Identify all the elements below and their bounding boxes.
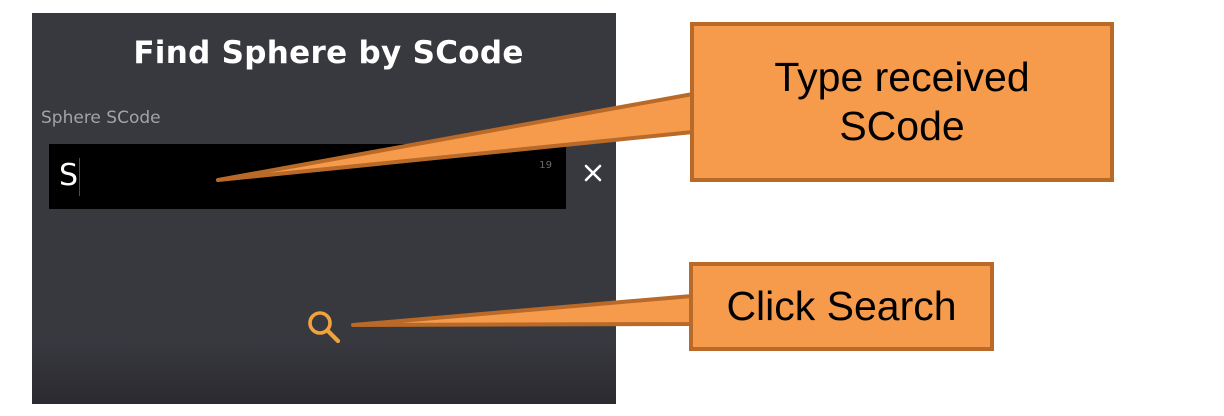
text-caret [79,158,80,196]
character-counter: 19 [539,160,552,171]
scode-input[interactable]: S 19 [49,144,566,209]
callout-type-scode-text: Type received SCode [774,53,1030,149]
scode-input-value: S [59,158,79,193]
callout-click-search: Click Search [689,262,994,351]
search-icon[interactable] [303,306,345,348]
close-icon[interactable] [579,159,607,187]
dialog-title: Find Sphere by SCode [133,35,524,71]
callout-type-scode: Type received SCode [690,22,1114,182]
scode-field-label: Sphere SCode [41,108,161,128]
find-sphere-dialog: Find Sphere by SCode Sphere SCode S 19 [32,13,616,404]
callout-click-search-text: Click Search [726,282,957,329]
